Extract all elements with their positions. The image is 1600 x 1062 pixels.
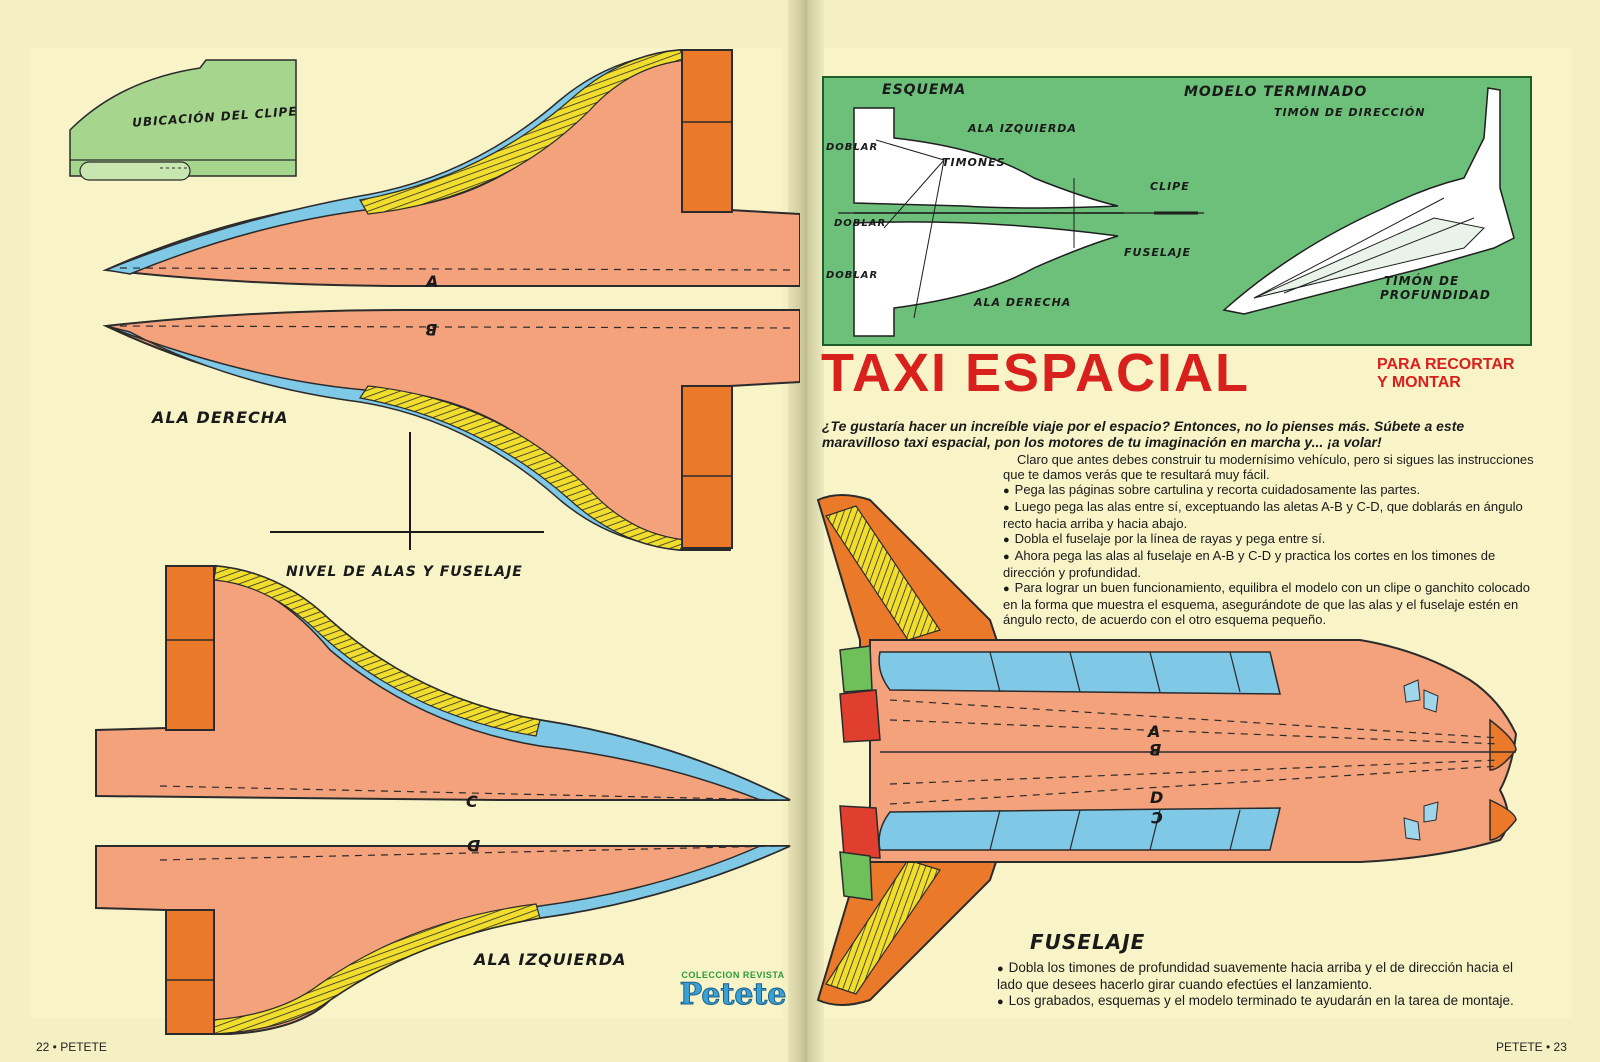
petete-logo: COLECCION REVISTA Petete	[678, 970, 788, 1010]
clip-location-diagram	[69, 59, 297, 181]
mark-c: C	[466, 792, 479, 811]
brand-wordmark: Petete	[679, 977, 787, 1012]
subtitle-line-2: Y MONTAR	[1377, 374, 1461, 391]
right-wing-upper-piece	[102, 49, 800, 287]
schema-esquema-label: ESQUEMA	[882, 82, 967, 98]
fuselage-cutout	[816, 494, 1518, 1006]
level-cross-diagram	[270, 432, 544, 550]
instructions-paragraph: Claro que antes debes construir tu moder…	[1003, 452, 1534, 482]
fuselage-instructions: Dobla los timones de profundidad suaveme…	[997, 960, 1537, 1010]
article-intro: ¿Te gustaría hacer un increíble viaje po…	[822, 418, 1465, 450]
fuselage-step-1: Dobla los timones de profundidad suaveme…	[997, 960, 1537, 993]
instruction-step-1: Pega las páginas sobre cartulina y recor…	[1003, 482, 1535, 499]
mark-d: D	[466, 836, 481, 855]
fuselage-mark-d: D	[1150, 788, 1165, 807]
schema-panel: ESQUEMA MODELO TERMINADO ALA IZQUIERDA D…	[822, 76, 1532, 346]
instruction-step-4: Ahora pega las alas al fuselaje en A-B y…	[1003, 548, 1535, 580]
schema-doblar-2-label: DOBLAR	[834, 218, 887, 229]
schema-clipe-label: CLIPE	[1150, 180, 1190, 193]
instruction-step-3: Dobla el fuselaje por la línea de rayas …	[1003, 531, 1535, 548]
left-wing-upper-piece	[95, 565, 791, 802]
schema-modelo-label: MODELO TERMINADO	[1184, 84, 1368, 100]
schema-doblar-1-label: DOBLAR	[826, 142, 879, 153]
mark-a: A	[426, 272, 440, 291]
article-instructions: Claro que antes debes construir tu moder…	[1003, 452, 1535, 627]
right-wing-lower-piece	[102, 309, 800, 551]
page-gutter	[788, 0, 824, 1062]
schema-timon-direccion-label: TIMÓN DE DIRECCIÓN	[1274, 106, 1426, 119]
schema-ala-izquierda-label: ALA IZQUIERDA	[968, 122, 1077, 135]
fuselage-mark-b: B	[1148, 740, 1162, 759]
article-subtitle: PARA RECORTAR Y MONTAR	[1377, 356, 1547, 392]
schema-ala-derecha-label: ALA DERECHA	[974, 296, 1072, 309]
fuselage-mark-a: A	[1148, 722, 1162, 741]
schema-timon-profundidad-label-2: PROFUNDIDAD	[1380, 288, 1491, 302]
instruction-step-5: Para lograr un buen funcionamiento, equi…	[1003, 580, 1535, 627]
schema-fuselaje-label: FUSELAJE	[1124, 246, 1192, 259]
mark-b: B	[424, 320, 438, 339]
fuselage-label: FUSELAJE	[1030, 930, 1146, 954]
left-cutouts	[69, 49, 800, 1035]
schema-timones-label: TIMONES	[942, 156, 1006, 169]
brand-collection-label: COLECCION REVISTA	[681, 970, 785, 980]
left-wing-lower-piece	[95, 844, 791, 1035]
fuselage-step-2: Los grabados, esquemas y el modelo termi…	[997, 993, 1537, 1010]
right-wing-label: ALA DERECHA	[152, 408, 289, 427]
fuselage-mark-c: C	[1150, 808, 1163, 827]
right-folio: PETETE • 23	[1496, 1040, 1567, 1054]
article-title: TAXI ESPACIAL	[821, 343, 1251, 403]
schema-timon-profundidad-label-1: TIMÓN DE	[1384, 274, 1460, 288]
subtitle-line-1: PARA RECORTAR	[1377, 356, 1515, 373]
schema-doblar-3-label: DOBLAR	[826, 270, 879, 281]
left-folio: 22 • PETETE	[36, 1040, 107, 1054]
instruction-step-2: Luego pega las alas entre sí, exceptuand…	[1003, 499, 1535, 531]
left-wing-label: ALA IZQUIERDA	[474, 950, 627, 969]
level-label: NIVEL DE ALAS Y FUSELAJE	[286, 564, 523, 580]
